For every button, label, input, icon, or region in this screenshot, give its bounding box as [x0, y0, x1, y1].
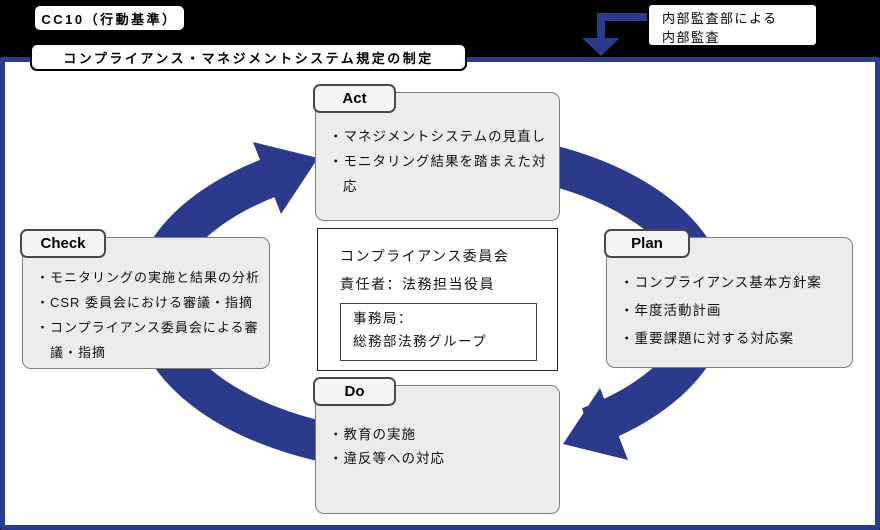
act-tab: Act [313, 84, 396, 113]
do-tab: Do [313, 377, 396, 406]
committee-box: コンプライアンス委員会 責任者：法務担当役員 事務局： 総務部法務グループ [317, 228, 558, 371]
internal-audit-note: 内部監査部による 内部監査 [647, 3, 818, 47]
plan-item: ・コンプライアンス基本方針案 [620, 275, 822, 290]
audit-arrowhead-icon [582, 38, 620, 56]
secretariat-box: 事務局： 総務部法務グループ [340, 303, 537, 361]
plan-tab-label: Plan [631, 235, 663, 252]
audit-arrow-line [597, 13, 650, 40]
do-item: ・違反等への対応 [329, 451, 445, 466]
secretariat-line1: 事務局： [353, 311, 413, 326]
act-item: ・マネジメントシステムの見直し [329, 129, 547, 144]
check-item: ・CSR 委員会における審議・指摘 [36, 295, 254, 310]
secretariat-line2: 総務部法務グループ [353, 334, 488, 349]
plan-tab: Plan [604, 229, 690, 258]
title-badge: コンプライアンス・マネジメントシステム規定の制定 [30, 43, 467, 71]
committee-name: コンプライアンス委員会 [340, 248, 510, 264]
check-item: ・コンプライアンス委員会による審議・指摘 [36, 320, 259, 360]
internal-audit-line1: 内部監査部による [662, 11, 778, 26]
code-badge-label: CC10（行動基準） [41, 11, 178, 27]
committee-responsible: 責任者：法務担当役員 [340, 276, 495, 292]
do-tab-label: Do [344, 383, 365, 400]
check-tab: Check [20, 229, 106, 258]
act-tab-label: Act [342, 90, 367, 107]
check-tab-label: Check [40, 235, 86, 252]
do-item: ・教育の実施 [329, 427, 416, 442]
internal-audit-line2: 内部監査 [662, 30, 721, 45]
title-badge-label: コンプライアンス・マネジメントシステム規定の制定 [63, 50, 434, 66]
act-item: ・モニタリング結果を踏まえた対応 [329, 154, 547, 194]
plan-item: ・重要課題に対する対応案 [620, 331, 794, 346]
plan-item: ・年度活動計画 [620, 303, 722, 318]
code-badge: CC10（行動基準） [33, 4, 186, 32]
check-item: ・モニタリングの実施と結果の分析 [36, 270, 261, 285]
